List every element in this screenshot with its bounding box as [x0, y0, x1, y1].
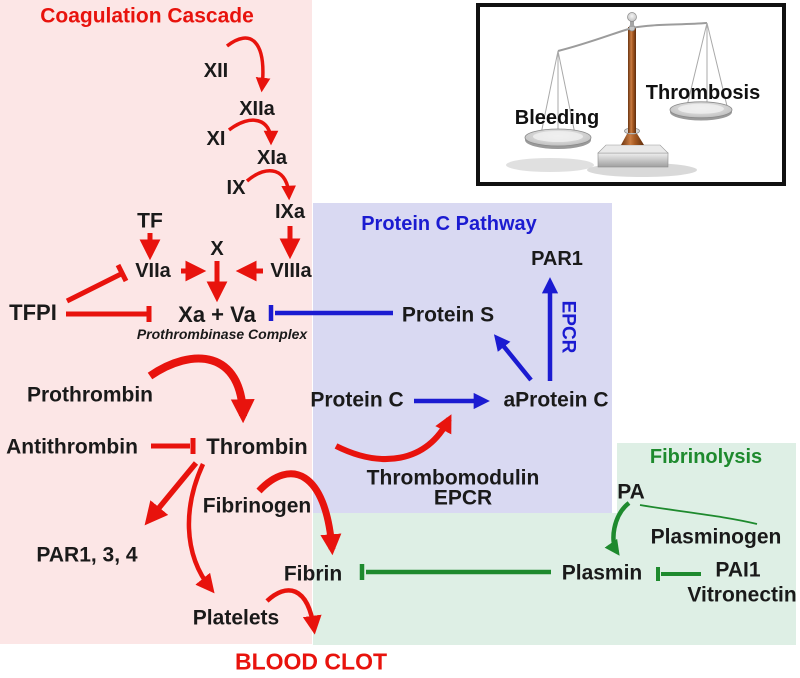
node-plasminogen: Plasminogen [650, 525, 782, 549]
node-thrombin: Thrombin [206, 434, 308, 459]
bleeding-label: Bleeding [514, 107, 600, 129]
node-antithrombin: Antithrombin [6, 435, 138, 459]
node-xii: XII [203, 60, 229, 82]
fibrinolysis-region-bg-bottom [313, 513, 796, 645]
node-xiia: XIIa [239, 98, 275, 120]
node-xi: XI [206, 128, 226, 150]
node-par134: PAR1, 3, 4 [36, 543, 138, 567]
node-tf: TF [137, 209, 163, 233]
coagulation-title: Coagulation Cascade [40, 4, 254, 28]
node-platelets: Platelets [192, 606, 280, 630]
node-par1: PAR1 [531, 248, 583, 270]
balance-inset: Bleeding Thrombosis [476, 3, 786, 186]
epcr-vertical-label: EPCR [557, 300, 579, 354]
node-xia: XIa [256, 147, 288, 169]
node-thrombomodulin: Thrombomodulin [366, 466, 540, 490]
protein-c-pathway-title: Protein C Pathway [361, 213, 537, 235]
node-plasmin: Plasmin [561, 561, 643, 585]
node-ixa: IXa [274, 201, 306, 223]
node-viia: VIIa [135, 260, 171, 282]
blood-clot-label: BLOOD CLOT [234, 648, 388, 675]
node-aprotein-c: aProtein C [503, 388, 609, 412]
node-fibrin: Fibrin [283, 562, 343, 586]
node-protein-s: Protein S [401, 303, 495, 327]
node-ix: IX [226, 177, 246, 199]
node-pai1: PAI1 [715, 558, 761, 582]
thrombosis-label: Thrombosis [645, 82, 761, 104]
node-protein-c: Protein C [310, 388, 404, 412]
fibrinolysis-title: Fibrinolysis [649, 446, 763, 468]
balance-scale-illustration [506, 12, 733, 177]
node-x: X [210, 238, 224, 260]
node-viiia: VIIIa [270, 260, 312, 282]
prothrombinase-complex-label: Prothrombinase Complex [136, 326, 308, 342]
node-prothrombin: Prothrombin [27, 383, 153, 407]
node-epcr: EPCR [433, 486, 493, 510]
node-fibrinogen: Fibrinogen [202, 494, 312, 518]
node-xa-va: Xa + Va [178, 302, 256, 327]
node-pa: PA [617, 480, 645, 504]
balance-scale [506, 12, 733, 177]
node-tfpi: TFPI [9, 300, 57, 325]
node-vitronectin: Vitronectin [687, 583, 797, 607]
